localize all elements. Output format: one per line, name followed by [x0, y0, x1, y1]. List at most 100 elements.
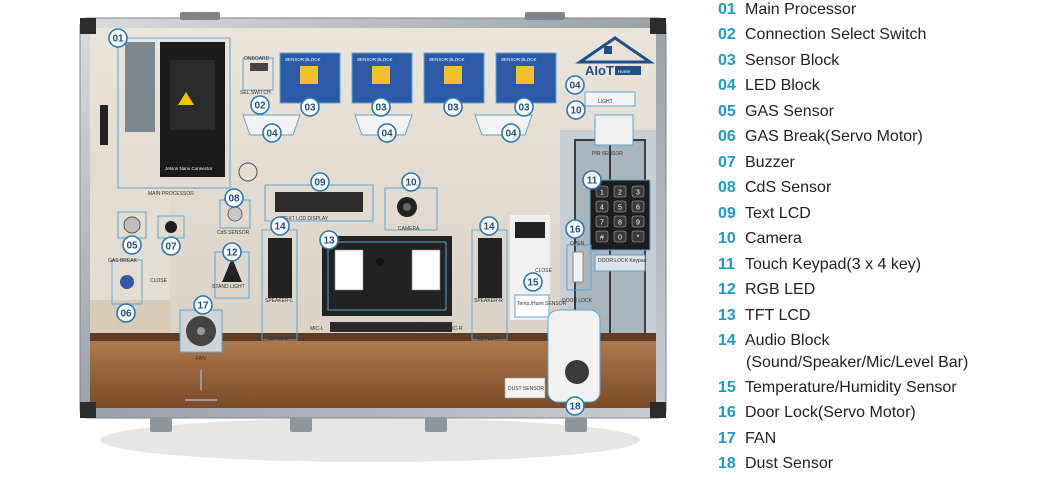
- door-lock-keypad-label: DOOR LOCK Keypad: [598, 258, 647, 264]
- text-lcd-label: TEXT LCD DISPLAY: [282, 216, 329, 222]
- callout-marker: 01: [108, 28, 128, 48]
- callout-circle: [565, 75, 585, 95]
- temp-humi-label: Temp./Humi SENSOR: [517, 301, 567, 307]
- callout-marker: 08: [224, 188, 244, 208]
- tft-lcd: MIC-L TV MIC-R: [310, 236, 463, 332]
- callout-marker: 14: [479, 216, 499, 236]
- callout-marker: 12: [222, 242, 242, 262]
- callout-circle: [501, 123, 521, 143]
- keypad-key-label: 6: [636, 205, 640, 212]
- legend-label: GAS Break(Servo Motor): [745, 128, 923, 145]
- callout-marker: 06: [116, 303, 136, 323]
- level-l-label: LEVEL-L: [268, 336, 288, 342]
- callout-circle: [401, 172, 421, 192]
- legend-item: 10 Camera: [718, 229, 802, 249]
- door-lock: OPEN DOOR LOCK DOOR LOCK Keypad: [562, 241, 647, 304]
- legend-number: 11: [718, 256, 735, 273]
- temp-humidity-sensor: Temp./Humi SENSOR CLOSE: [510, 215, 567, 320]
- fan-label: FAN: [196, 356, 206, 362]
- callout-marker: 10: [401, 172, 421, 192]
- callout-marker: 04: [377, 123, 397, 143]
- mic-l-label: MIC-L: [310, 326, 324, 332]
- callout-marker: 03: [443, 97, 463, 117]
- callout-circle: [300, 97, 320, 117]
- callout-circle: [310, 172, 330, 192]
- callout-marker: 13: [319, 230, 339, 250]
- keypad-key-label: 7: [600, 220, 604, 227]
- audio-block-left: SPEAKER-L LEVEL-L: [261, 229, 298, 342]
- legend-number: 01: [718, 1, 736, 18]
- callout-marker: 03: [300, 97, 320, 117]
- legend-sublabel: (Sound/Speaker/Mic/Level Bar): [746, 354, 969, 371]
- callout-marker: 05: [122, 235, 142, 255]
- callout-circle: [566, 100, 586, 120]
- callout-number: 18: [569, 402, 581, 413]
- legend-number: 08: [718, 179, 736, 196]
- keypad-key-label: 3: [636, 190, 640, 197]
- callout-number: 16: [569, 225, 581, 236]
- callout-circle: [514, 97, 534, 117]
- callout-number: 14: [483, 222, 495, 233]
- legend-number: 12: [718, 281, 736, 298]
- gas-break-label: GAS BREAK: [108, 258, 138, 264]
- callout-number: 10: [405, 178, 417, 189]
- legend-label: Text LCD: [745, 205, 811, 222]
- keypad-key: [613, 215, 627, 228]
- camera-label: CAMERA: [398, 226, 420, 232]
- stand-light-label: STAND LIGHT: [212, 284, 245, 290]
- keypad-key-label: 1: [600, 190, 604, 197]
- legend-number: 10: [718, 230, 736, 247]
- callout-circle: [122, 235, 142, 255]
- main-processor-label: MAIN PROCESSOR: [148, 191, 194, 197]
- sensor-block-1: SENSOR BLOCK: [279, 52, 341, 104]
- main-processor: Jetson Nano Connector MAIN PROCESSOR: [117, 37, 231, 197]
- callout-circle: [582, 170, 602, 190]
- keypad-key: [613, 230, 627, 243]
- keypad-key: [595, 230, 609, 243]
- callout-number: 13: [323, 236, 335, 247]
- keypad-key: [595, 185, 609, 198]
- callout-circle: [319, 230, 339, 250]
- legend-label: Sensor Block: [745, 52, 840, 69]
- callout-circle: [565, 396, 585, 416]
- mic-r-label: MIC-R: [448, 326, 463, 332]
- callout-number: 06: [120, 309, 132, 320]
- pir-sensor: PIR SENSOR: [592, 114, 634, 157]
- callout-number: 03: [447, 103, 459, 114]
- callout-circle: [224, 188, 244, 208]
- legend-label: GAS Sensor: [745, 103, 834, 120]
- open-label: OPEN: [570, 241, 585, 247]
- callout-circle: [262, 123, 282, 143]
- onboard-label: ONBOARD: [244, 56, 270, 62]
- callout-circle: [371, 97, 391, 117]
- sensor-block-2: SENSOR BLOCK: [351, 52, 413, 104]
- legend-label: Camera: [745, 230, 802, 247]
- sensor-block-4: SENSOR BLOCK: [495, 52, 557, 104]
- callout-number: 04: [569, 81, 581, 92]
- keypad-key: [631, 185, 645, 198]
- legend-number: 06: [718, 128, 736, 145]
- fan: FAN: [179, 309, 223, 401]
- sensor-block-label: SENSOR BLOCK: [501, 57, 537, 62]
- legend-label: LED Block: [745, 77, 820, 94]
- callout-number: 10: [570, 106, 582, 117]
- legend-label: Dust Sensor: [745, 455, 834, 472]
- callout-marker: 14: [270, 216, 290, 236]
- close-label-left: CLOSE: [150, 278, 168, 284]
- legend-number: 09: [718, 205, 736, 222]
- dust-sensor-label: DUST SENSOR: [508, 386, 544, 392]
- callout-marker: 10: [566, 100, 586, 120]
- callout-marker: 17: [193, 295, 213, 315]
- aiot-home-board: Jetson Nano Connector MAIN PROCESSOR ONB…: [79, 12, 667, 462]
- callout-marker: 04: [262, 123, 282, 143]
- keypad-key: [631, 230, 645, 243]
- callout-circle: [565, 219, 585, 239]
- legend-number: 17: [718, 430, 736, 447]
- legend-number: 18: [718, 455, 736, 472]
- callout-circle: [108, 28, 128, 48]
